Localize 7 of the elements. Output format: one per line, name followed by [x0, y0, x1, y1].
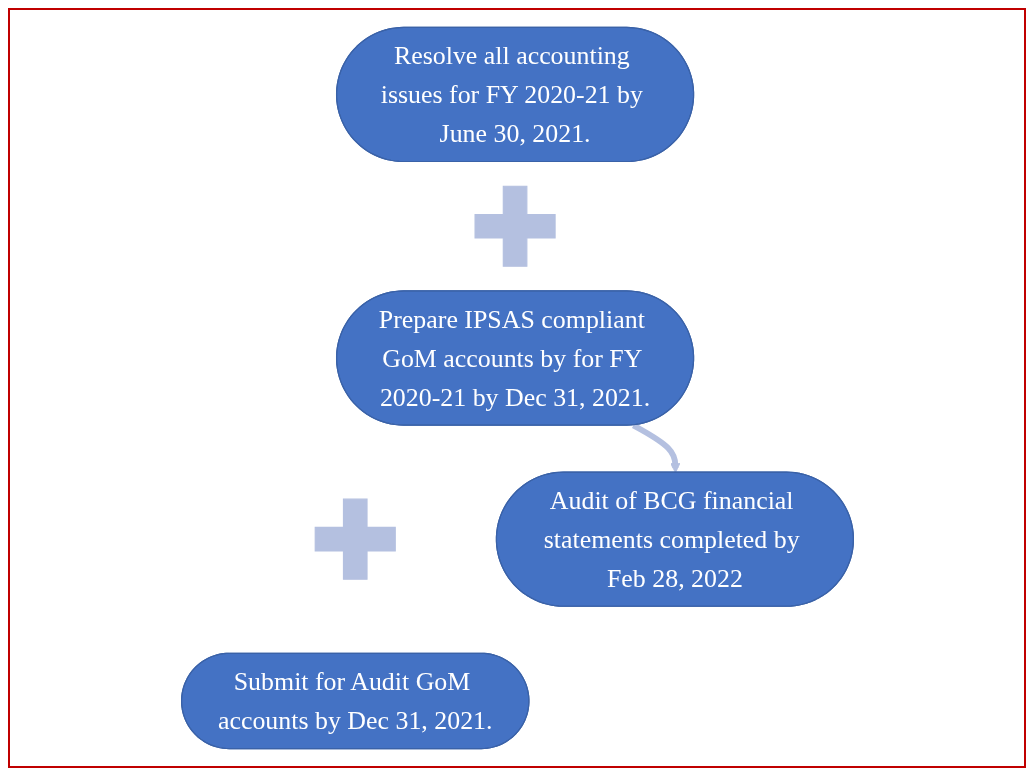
ellipse-node: Prepare IPSAS compliant GoM accounts by for FY 2020-21 by Dec 31, 2021.: [335, 290, 694, 426]
ellipse-node: Submit for Audit GoM accounts by Dec 31, 2021.: [180, 652, 529, 750]
plus-icon: [474, 185, 556, 267]
plus-icon: [314, 498, 396, 580]
ellipse-node: Audit of BCG financial statements completed by Feb 28, 2022: [495, 471, 854, 607]
ellipse-node: Resolve all accounting issues for FY 2020-21 by June 30, 2021.: [335, 26, 694, 163]
arrow: [631, 422, 680, 474]
